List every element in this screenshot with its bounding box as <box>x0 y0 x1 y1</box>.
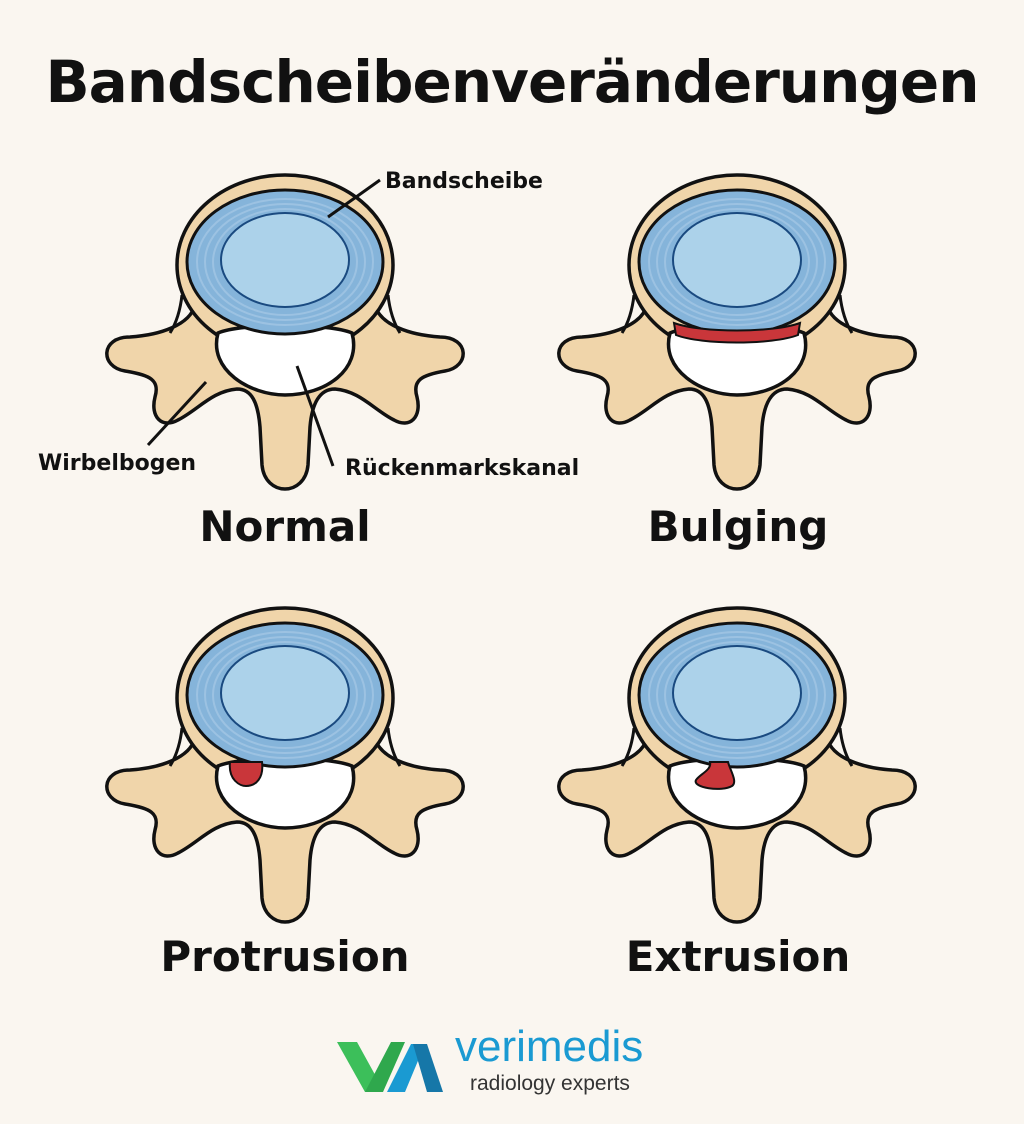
protrusion-herniation <box>228 761 264 788</box>
label-normal: Normal <box>199 502 371 551</box>
annotation-arch: Wirbelbogen <box>38 451 197 476</box>
verimedis-logo: verimedis radiology experts <box>335 1022 705 1098</box>
brand-tagline: radiology experts <box>470 1072 630 1095</box>
page-title: Bandscheibenveränderungen <box>45 48 979 116</box>
pointer-disc <box>327 178 381 219</box>
bulging-herniation <box>672 321 802 344</box>
brand-name: verimedis <box>455 1022 644 1071</box>
vertebra-bulging <box>557 173 917 491</box>
vertebra-extrusion <box>557 606 917 924</box>
extrusion-herniation <box>694 761 736 790</box>
pointer-arch <box>146 380 208 447</box>
label-protrusion: Protrusion <box>160 932 410 981</box>
annotation-canal: Rückenmarkskanal <box>345 456 580 481</box>
vertebra-protrusion <box>105 606 465 924</box>
annotation-disc: Bandscheibe <box>385 169 543 194</box>
label-bulging: Bulging <box>647 502 829 551</box>
pointer-canal <box>295 365 335 467</box>
label-extrusion: Extrusion <box>625 932 851 981</box>
vm-logo-icon <box>337 1042 443 1092</box>
vertebra-normal <box>105 173 465 491</box>
